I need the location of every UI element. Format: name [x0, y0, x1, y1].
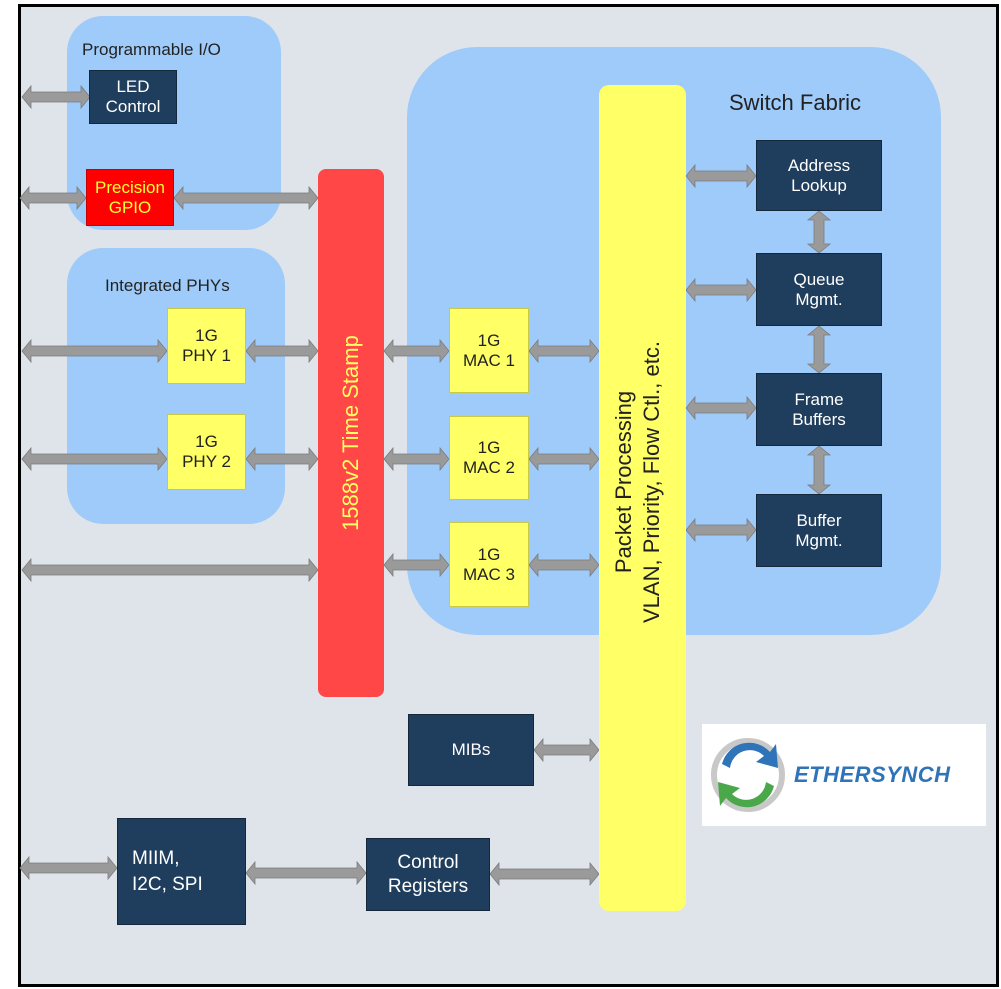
buffer-mgmt-arrow — [685, 517, 757, 543]
queue-mgmt-block: Queue Mgmt. — [756, 253, 882, 326]
led-control-block: LED Control — [89, 70, 177, 124]
frame-buffers-line2: Buffers — [792, 409, 846, 429]
miim-input-arrow — [19, 855, 118, 881]
phy-2-timestamp-arrow — [245, 446, 319, 472]
packet-processing-bar — [599, 85, 686, 911]
address-lookup-line1: Address — [787, 155, 851, 175]
queue-frame-arrow — [806, 325, 832, 374]
queue-mgmt-line1: Queue — [793, 269, 845, 289]
mac-3-packet-arrow — [528, 552, 600, 578]
miim-line2: I2C, SPI — [132, 873, 203, 895]
lookup-queue-arrow — [806, 210, 832, 254]
phy-1-timestamp-arrow — [245, 338, 319, 364]
mibs-packet-arrow — [533, 737, 600, 763]
timestamp-bar-label: 1588v2 Time Stamp — [338, 335, 363, 531]
miim-control-arrow — [245, 860, 367, 886]
led-control-line2: Control — [105, 97, 161, 116]
frame-buffers-block: Frame Buffers — [756, 373, 882, 446]
ethersynch-emblem-icon — [711, 738, 785, 812]
mac-2-label: MAC 2 — [463, 458, 515, 477]
buffer-mgmt-block: Buffer Mgmt. — [756, 494, 882, 567]
mac-3-speed: 1G — [477, 544, 501, 564]
mac-1-label: MAC 1 — [463, 350, 515, 370]
packet-processing-label: Packet Processing VLAN, Priority, Flow C… — [610, 232, 674, 732]
frame-buffer-arrow — [806, 445, 832, 495]
mac-3-label: MAC 3 — [463, 564, 515, 584]
precision-gpio-block: Precision GPIO — [86, 169, 174, 226]
control-registers-line2: Registers — [387, 875, 469, 897]
buffer-mgmt-line2: Mgmt. — [795, 530, 843, 550]
queue-mgmt-arrow — [685, 277, 757, 303]
mac-2-speed: 1G — [477, 438, 501, 457]
phy-1-label: PHY 1 — [182, 346, 231, 365]
address-lookup-line2: Lookup — [791, 175, 847, 195]
packet-processing-line1: Packet Processing — [611, 390, 636, 574]
gpio-timestamp-arrow — [173, 185, 319, 211]
control-registers-line1: Control — [397, 851, 459, 873]
precision-gpio-line2: GPIO — [108, 197, 152, 217]
buffer-mgmt-line1: Buffer — [796, 510, 842, 530]
miim-line1: MIIM, — [132, 847, 180, 869]
mac-1-block: 1G MAC 1 — [449, 308, 529, 393]
integrated-phys-title: Integrated PHYs — [105, 276, 230, 295]
timestamp-bar — [318, 169, 384, 697]
control-registers-block: Control Registers — [366, 838, 490, 911]
phy-1-input-arrow — [21, 338, 168, 364]
control-packet-arrow — [489, 861, 600, 887]
phy-2-label: PHY 2 — [182, 452, 231, 471]
timestamp-mac-2-arrow — [383, 446, 450, 472]
miim-block: MIIM, I2C, SPI — [117, 818, 246, 925]
direct-port-arrow — [21, 557, 319, 583]
ethersynch-logo-text: ETHERSYNCH — [794, 762, 951, 787]
timestamp-mac-3-arrow — [383, 552, 450, 578]
phy-1-block: 1G PHY 1 — [167, 308, 246, 384]
frame-buffers-line1: Frame — [794, 389, 844, 409]
gpio-left-arrow — [19, 185, 87, 211]
led-control-arrow — [21, 84, 91, 110]
switch-fabric-title: Switch Fabric — [729, 90, 862, 115]
precision-gpio-line1: Precision — [95, 177, 165, 197]
phy-1-speed: 1G — [195, 326, 218, 345]
phy-2-input-arrow — [21, 446, 168, 472]
led-control-line1: LED — [116, 77, 150, 96]
queue-mgmt-line2: Mgmt. — [795, 289, 843, 309]
programmable-io-title: Programmable I/O — [82, 40, 221, 59]
timestamp-mac-1-arrow — [383, 338, 450, 364]
packet-processing-line2: VLAN, Priority, Flow Ctl., etc. — [639, 341, 664, 623]
ethersynch-logo: ETHERSYNCH — [702, 724, 986, 826]
phy-2-block: 1G PHY 2 — [167, 414, 246, 490]
phy-2-speed: 1G — [195, 432, 218, 451]
address-lookup-arrow — [685, 163, 757, 189]
address-lookup-block: Address Lookup — [756, 140, 882, 211]
mac-1-speed: 1G — [477, 330, 501, 350]
mac-1-packet-arrow — [528, 338, 600, 364]
mibs-block: MIBs — [408, 714, 534, 786]
mac-2-block: 1G MAC 2 — [449, 416, 529, 500]
mac-2-packet-arrow — [528, 446, 600, 472]
frame-buffers-arrow — [685, 395, 757, 421]
mac-3-block: 1G MAC 3 — [449, 522, 529, 607]
